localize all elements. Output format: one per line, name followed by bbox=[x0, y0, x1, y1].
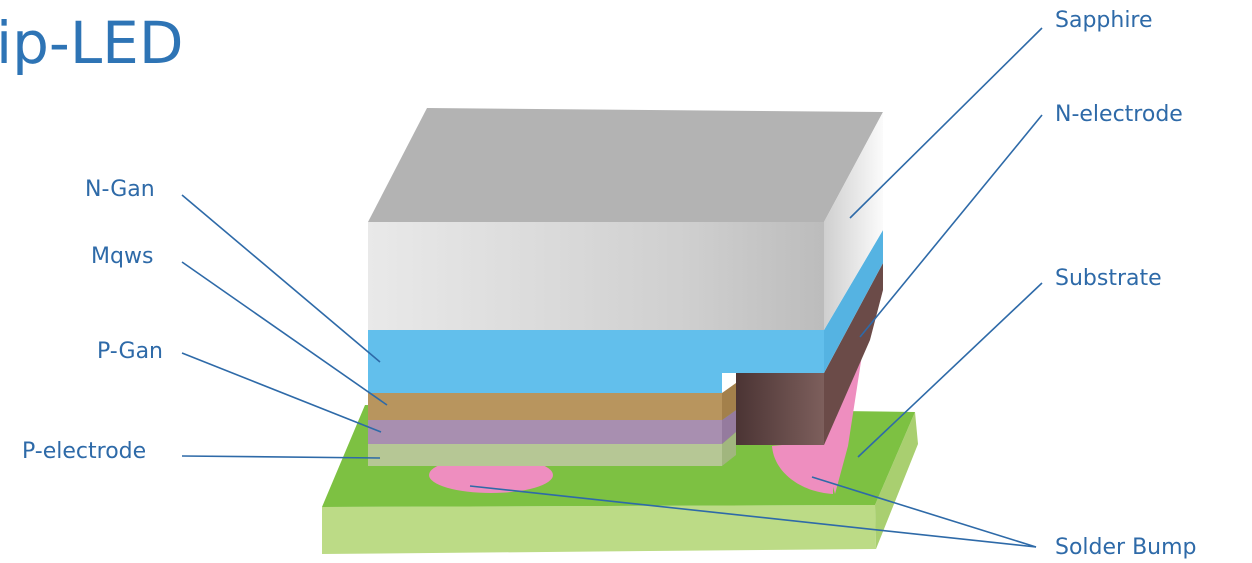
sapphire-front bbox=[368, 222, 824, 330]
label-substrate: Substrate bbox=[1055, 266, 1162, 291]
n-electrode-face bbox=[736, 373, 824, 445]
p-electrode-layer bbox=[368, 432, 736, 466]
substrate-right-face bbox=[875, 412, 918, 549]
p-gan-layer bbox=[368, 410, 736, 444]
leader-solder-bump-left bbox=[469, 485, 1037, 548]
n-gan-layer bbox=[368, 230, 883, 393]
label-solder-bump: Solder Bump bbox=[1055, 535, 1197, 560]
mqws-layer bbox=[368, 383, 736, 420]
leader-sapphire bbox=[849, 27, 1043, 219]
label-p-gan: P-Gan bbox=[97, 339, 163, 364]
leader-mqws bbox=[181, 261, 388, 406]
leader-p-electrode bbox=[181, 455, 381, 459]
substrate-side bbox=[322, 505, 876, 554]
sapphire-side bbox=[824, 112, 883, 330]
label-mqws: Mqws bbox=[91, 244, 154, 269]
n-electrode-side bbox=[824, 263, 883, 445]
diagram-title: ip-LED bbox=[0, 9, 184, 77]
leader-n-electrode bbox=[859, 114, 1043, 338]
sapphire-block bbox=[368, 108, 883, 330]
label-n-electrode: N-electrode bbox=[1055, 102, 1183, 127]
label-sapphire: Sapphire bbox=[1055, 8, 1153, 33]
sapphire-top bbox=[368, 108, 883, 222]
label-p-electrode: P-electrode bbox=[22, 439, 147, 464]
leader-lines bbox=[181, 27, 1043, 548]
label-n-gan: N-Gan bbox=[85, 177, 155, 202]
leader-n-gan bbox=[181, 194, 381, 363]
leader-solder-bump-right bbox=[811, 476, 1037, 548]
solder-bump-right bbox=[772, 440, 833, 494]
leader-substrate bbox=[857, 282, 1043, 458]
leader-p-gan bbox=[181, 352, 382, 433]
